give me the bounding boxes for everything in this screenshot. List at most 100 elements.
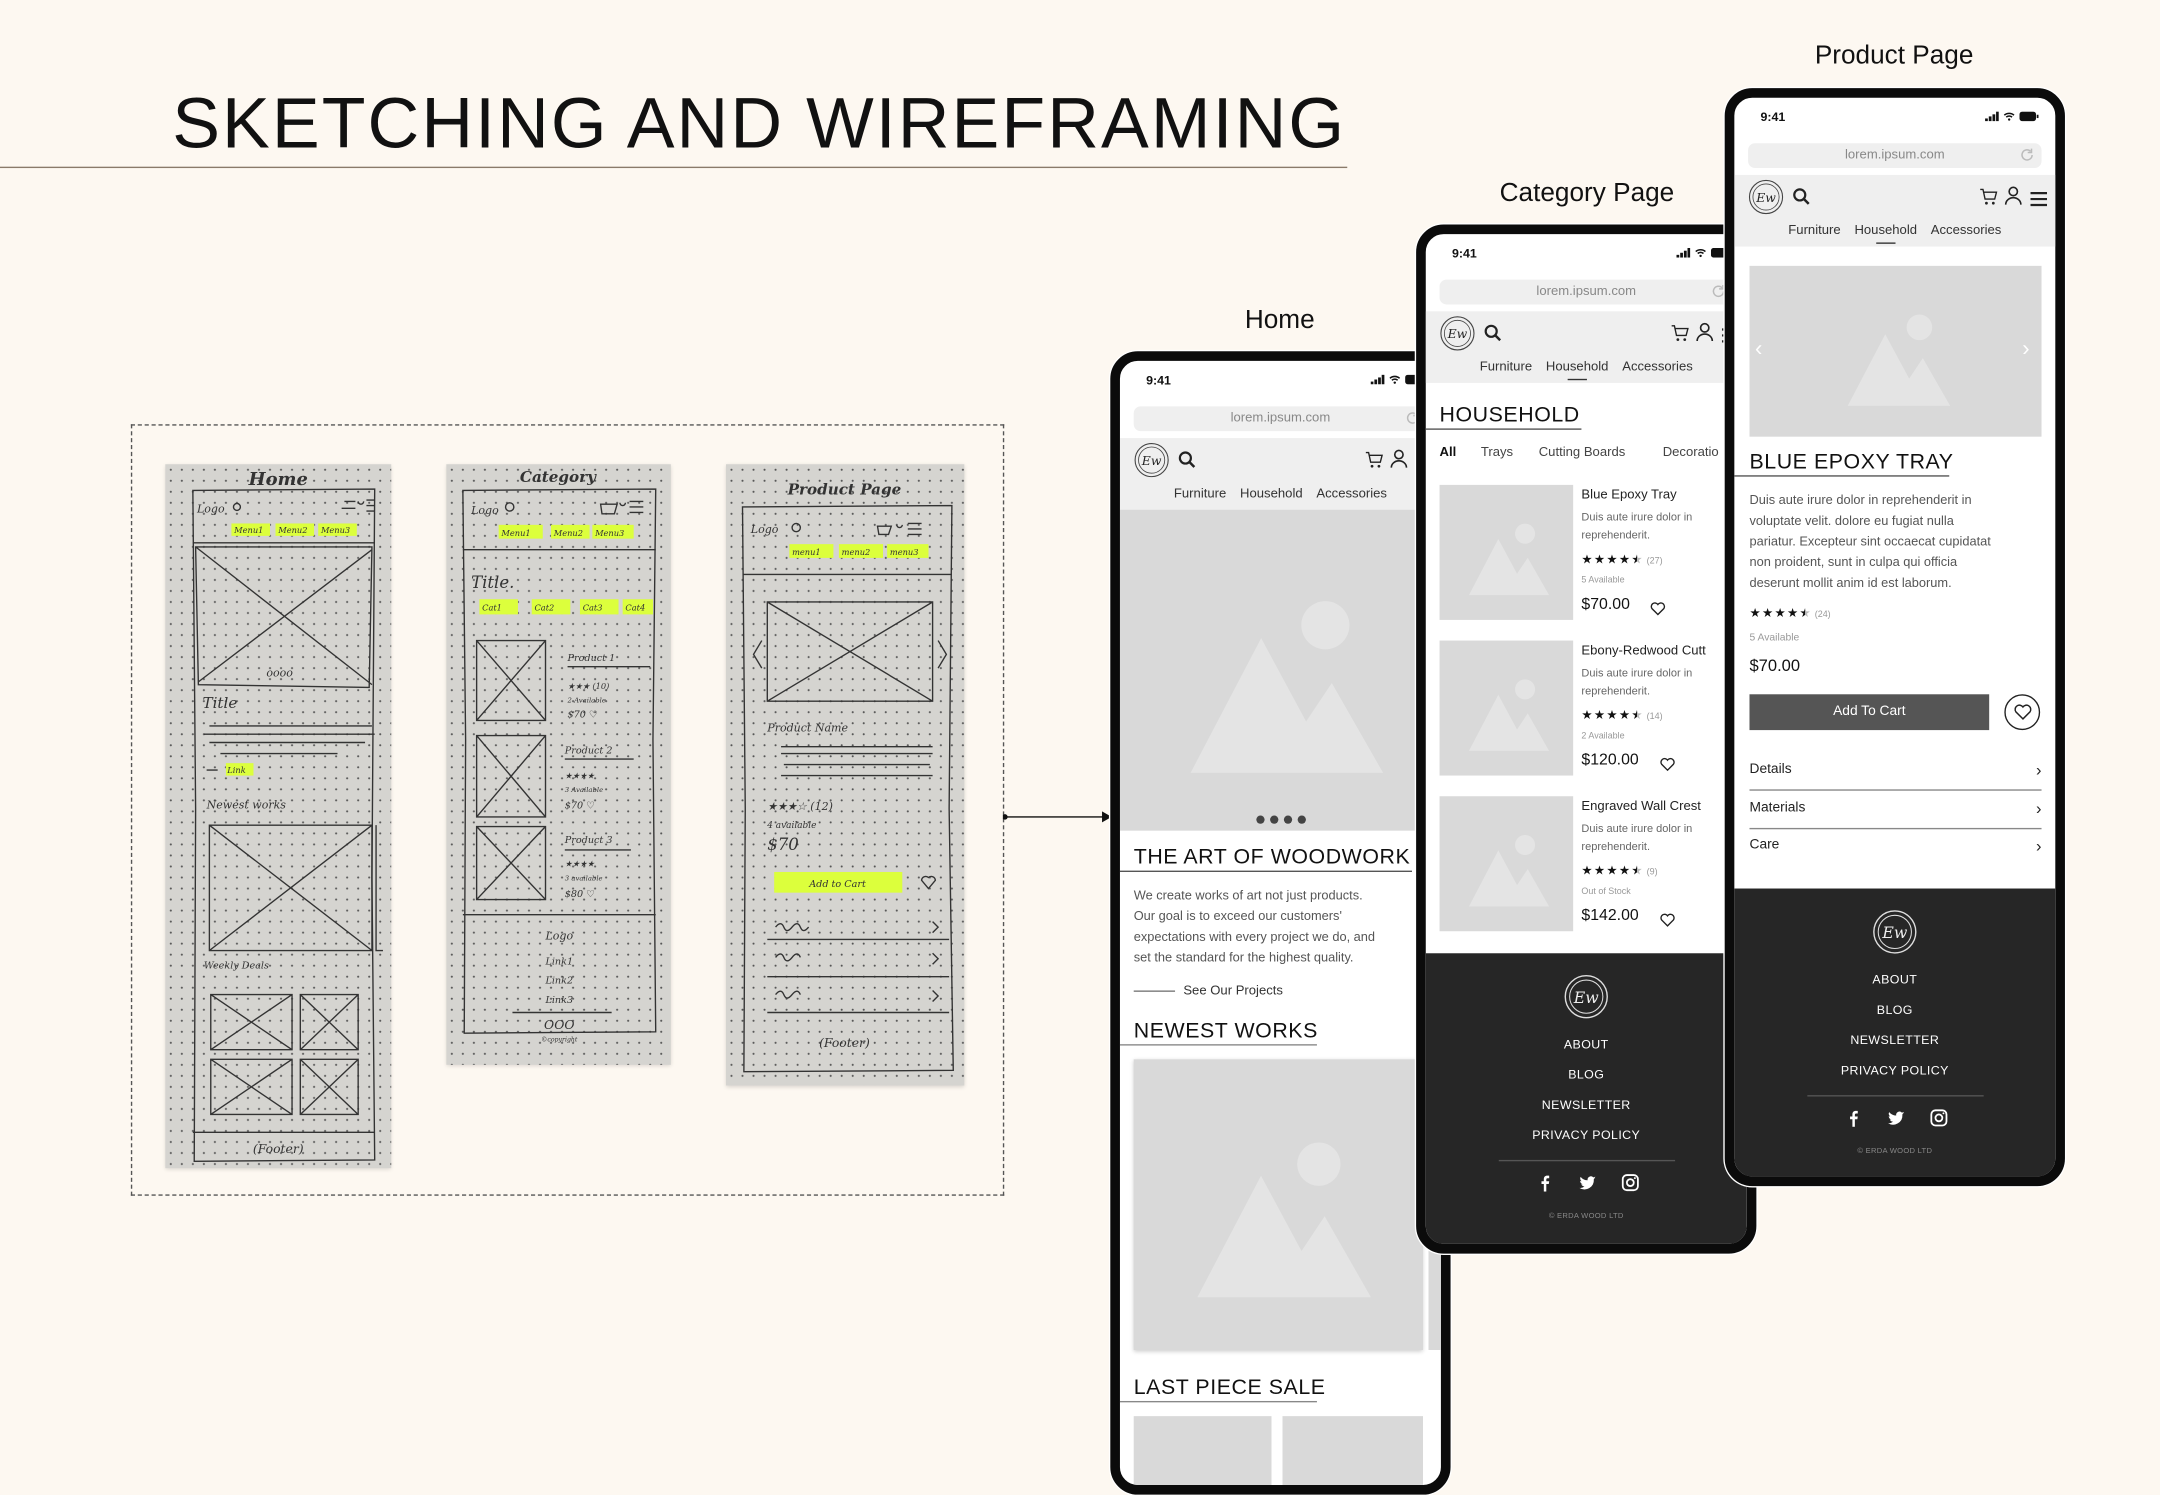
sale-item-image[interactable] bbox=[1282, 1416, 1424, 1485]
logo[interactable]: Ew bbox=[1748, 179, 1784, 215]
footer-link-newsletter[interactable]: NEWSLETTER bbox=[1850, 1033, 1940, 1047]
hamburger-menu-icon[interactable] bbox=[2030, 189, 2048, 207]
carousel-dot[interactable] bbox=[1283, 815, 1292, 824]
search-icon[interactable] bbox=[1484, 324, 1502, 342]
footer-link-privacy-policy[interactable]: PRIVACY POLICY bbox=[1840, 1063, 1949, 1078]
accordion-materials[interactable]: Materials› bbox=[1749, 798, 2042, 819]
star-icons: ★★★★ bbox=[1581, 863, 1632, 878]
availability: 5 Available bbox=[1581, 575, 1625, 586]
facebook-icon[interactable] bbox=[1536, 1174, 1554, 1192]
nav-item-furniture[interactable]: Furniture bbox=[1479, 359, 1533, 375]
availability: Out of Stock bbox=[1581, 887, 1631, 897]
nav-item-household[interactable]: Household bbox=[1240, 486, 1303, 502]
category-title: HOUSEHOLD bbox=[1439, 403, 1580, 428]
sketch-footer-link: Link3 bbox=[544, 995, 573, 1006]
carousel-dots[interactable] bbox=[1120, 806, 1441, 831]
tab-decorations[interactable]: Decoratio bbox=[1662, 444, 1719, 461]
gallery-prev-icon[interactable]: ‹ bbox=[1754, 337, 1763, 361]
heart-icon[interactable] bbox=[1660, 757, 1675, 772]
accordion-details[interactable]: Details› bbox=[1749, 760, 2041, 779]
footer-logo[interactable]: Ew bbox=[1872, 909, 1917, 954]
address-bar[interactable]: lorem.ipsum.com bbox=[1439, 279, 1733, 305]
tab-all[interactable]: All bbox=[1439, 444, 1457, 461]
footer-link-newsletter[interactable]: NEWSLETTER bbox=[1541, 1097, 1631, 1112]
nav-item-household[interactable]: Household bbox=[1545, 359, 1609, 381]
hero-carousel[interactable] bbox=[1119, 509, 1441, 831]
gallery-next-icon[interactable]: › bbox=[2022, 337, 2030, 361]
nav-item-household[interactable]: Household bbox=[1854, 223, 1918, 244]
address-bar[interactable]: lorem.ipsum.com bbox=[1133, 406, 1428, 432]
reload-icon[interactable] bbox=[1711, 284, 1726, 299]
search-icon[interactable] bbox=[1792, 187, 1810, 205]
nav-item-accessories[interactable]: Accessories bbox=[1316, 486, 1387, 502]
tab-cutting-boards[interactable]: Cutting Boards bbox=[1538, 444, 1626, 461]
sale-item-image[interactable] bbox=[1133, 1416, 1272, 1485]
nav-item-furniture[interactable]: Furniture bbox=[1788, 223, 1841, 239]
sketch-menu: Menu3 bbox=[594, 528, 624, 538]
intro-paragraph: We create works of art not just products… bbox=[1134, 886, 1375, 969]
logo[interactable]: Ew bbox=[1134, 442, 1170, 478]
footer-logo[interactable]: Ew bbox=[1564, 974, 1609, 1019]
status-bar: 9:41 bbox=[1120, 361, 1441, 400]
carousel-dot[interactable] bbox=[1255, 815, 1264, 824]
heart-icon bbox=[2014, 704, 2032, 720]
product-name[interactable]: Ebony-Redwood Cutt bbox=[1581, 643, 1706, 659]
heart-icon[interactable] bbox=[1650, 602, 1666, 616]
accordion-care[interactable]: Care› bbox=[1749, 836, 2041, 855]
slide: SKETCHING AND WIREFRAMING Home Logo Menu… bbox=[0, 41, 2065, 1495]
nav-item-furniture[interactable]: Furniture bbox=[1173, 486, 1227, 502]
title-underline bbox=[1425, 428, 1582, 430]
footer-link-blog[interactable]: BLOG bbox=[1568, 1067, 1605, 1082]
footer-link-about[interactable]: ABOUT bbox=[1872, 972, 1918, 987]
logo[interactable]: Ew bbox=[1440, 315, 1476, 351]
user-icon[interactable] bbox=[2004, 186, 2022, 205]
sketch-cat: Cat3 bbox=[583, 602, 603, 612]
reload-icon[interactable] bbox=[2019, 147, 2034, 162]
product-name[interactable]: Engraved Wall Crest bbox=[1581, 798, 1701, 815]
sketch-stars: ★★★☆ (12) bbox=[767, 800, 833, 813]
user-icon[interactable] bbox=[1390, 449, 1408, 468]
image-placeholder-icon bbox=[1847, 314, 1951, 406]
product-title: BLUE EPOXY TRAY bbox=[1749, 450, 1954, 474]
address-bar[interactable]: lorem.ipsum.com bbox=[1748, 143, 2042, 169]
twitter-icon[interactable] bbox=[1579, 1174, 1597, 1192]
user-icon[interactable] bbox=[1696, 322, 1714, 342]
search-icon[interactable] bbox=[1178, 450, 1196, 468]
chevron-right-icon: › bbox=[2036, 798, 2042, 819]
product-image[interactable] bbox=[1439, 796, 1574, 932]
add-to-cart-button[interactable]: Add To Cart bbox=[1749, 694, 1990, 731]
cart-icon[interactable] bbox=[1365, 450, 1383, 468]
footer-link-blog[interactable]: BLOG bbox=[1876, 1002, 1913, 1017]
facebook-icon[interactable] bbox=[1845, 1109, 1863, 1127]
product-image[interactable] bbox=[1439, 484, 1574, 620]
nav-item-accessories[interactable]: Accessories bbox=[1930, 223, 2002, 239]
link-dash bbox=[1133, 990, 1176, 992]
cart-icon[interactable] bbox=[1671, 324, 1689, 342]
footer-link-about[interactable]: ABOUT bbox=[1563, 1037, 1609, 1052]
heart-icon[interactable] bbox=[1660, 913, 1675, 927]
twitter-icon[interactable] bbox=[1887, 1109, 1905, 1127]
instagram-icon[interactable] bbox=[1621, 1174, 1639, 1192]
newest-work-image[interactable] bbox=[1133, 1059, 1424, 1350]
sketch-footer-link: Link1 bbox=[544, 956, 573, 967]
carousel-dot[interactable] bbox=[1269, 815, 1278, 824]
product-gallery[interactable] bbox=[1749, 265, 2042, 437]
footer-link-privacy-policy[interactable]: PRIVACY POLICY bbox=[1532, 1128, 1641, 1142]
divider bbox=[1749, 789, 2042, 791]
copyright: © ERDA WOOD LTD bbox=[1548, 1212, 1624, 1221]
instagram-icon[interactable] bbox=[1930, 1109, 1948, 1127]
product-name[interactable]: Blue Epoxy Tray bbox=[1581, 487, 1677, 503]
cart-icon[interactable] bbox=[1980, 187, 1998, 205]
half-star-icon: ★ bbox=[1631, 708, 1644, 722]
wishlist-button[interactable] bbox=[2004, 694, 2041, 731]
carousel-dot[interactable] bbox=[1296, 815, 1306, 824]
tab-trays[interactable]: Trays bbox=[1480, 444, 1514, 461]
product-image[interactable] bbox=[1439, 640, 1574, 776]
see-projects-link[interactable]: See Our Projects bbox=[1133, 984, 1283, 999]
home-label: Home bbox=[1244, 305, 1315, 335]
nav-item-accessories[interactable]: Accessories bbox=[1622, 359, 1693, 375]
site-header: Ew Furniture Household Accessories bbox=[1425, 311, 1747, 383]
logo-text: Ew bbox=[1881, 923, 1907, 942]
